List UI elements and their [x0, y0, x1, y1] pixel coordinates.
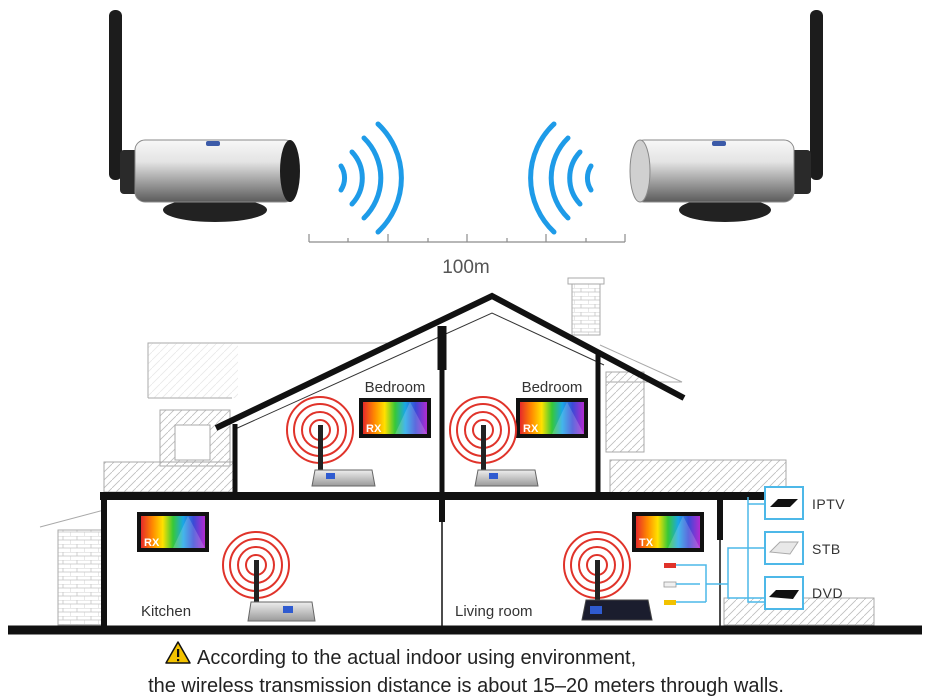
av-cable-plugs-icon	[663, 497, 765, 605]
wifi-waves-right-icon	[528, 121, 594, 235]
house-background-sketch	[39, 277, 875, 626]
tv-badge: RX	[366, 423, 382, 435]
tv-living-room: TX	[632, 512, 704, 552]
tv-bedroom-right: RX	[516, 398, 588, 438]
room-label-living-room: Living room	[455, 603, 533, 620]
wifi-waves-left-icon	[338, 121, 404, 235]
source-dvd: DVD	[764, 576, 843, 610]
notice-line-2: the wireless transmission distance is ab…	[148, 675, 784, 697]
receiver-bedroom-left	[286, 396, 376, 487]
distance-label: 100m	[442, 257, 490, 278]
iptv-box-icon	[770, 499, 798, 507]
tv-bedroom-left: RX	[359, 398, 431, 438]
source-label-dvd: DVD	[812, 585, 843, 601]
house-structure	[8, 292, 922, 635]
source-label-iptv: IPTV	[812, 496, 845, 512]
warning-triangle-icon	[165, 641, 191, 664]
source-label-stb: STB	[812, 541, 841, 557]
stb-box-icon	[768, 541, 799, 555]
dvd-player-icon	[769, 590, 799, 599]
tv-badge: RX	[523, 423, 539, 435]
receiver-unit	[629, 10, 823, 222]
receiver-bedroom-right	[449, 396, 539, 487]
tv-badge: TX	[639, 537, 654, 549]
room-label-kitchen: Kitchen	[141, 603, 191, 620]
source-iptv: IPTV	[764, 486, 845, 520]
notice: According to the actual indoor using env…	[148, 641, 784, 697]
antenna-icon	[109, 10, 122, 180]
receiver-kitchen	[222, 531, 316, 622]
room-label-bedroom-right: Bedroom	[522, 379, 583, 396]
room-label-bedroom-left: Bedroom	[365, 379, 426, 396]
distance-ruler	[308, 234, 626, 243]
notice-line-1: According to the actual indoor using env…	[197, 647, 636, 669]
tv-kitchen: RX	[137, 512, 209, 552]
tv-badge: RX	[144, 537, 160, 549]
antenna-icon	[810, 10, 823, 180]
transmitter-living-room	[563, 531, 653, 621]
transmitter-unit	[109, 10, 300, 222]
source-stb: STB	[764, 531, 841, 565]
